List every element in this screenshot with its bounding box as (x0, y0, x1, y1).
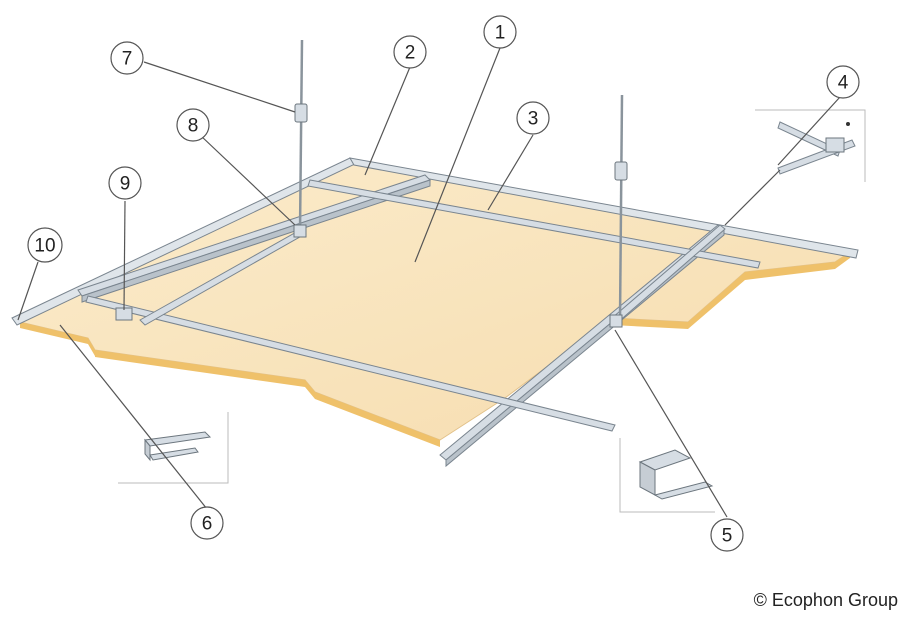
callout-circle-4 (826, 65, 860, 99)
panel-edge-right (612, 272, 745, 329)
callout-label-4: 4 (838, 73, 849, 94)
copyright-notice: © Ecophon Group (753, 590, 898, 610)
hanger-bracket-right (609, 314, 623, 328)
callout-label-2: 2 (405, 43, 416, 64)
callout-circle-6 (190, 506, 224, 540)
callout-circle-5 (710, 518, 744, 552)
callout-label-6: 6 (202, 514, 213, 535)
detail-5-inset (619, 438, 715, 513)
callout-circle-3 (516, 101, 550, 135)
panel-edge-front (95, 350, 440, 447)
callout-circle-7 (110, 41, 144, 75)
callout-circle-10 (27, 227, 63, 263)
callout-label-10: 10 (34, 236, 55, 257)
callout-circle-2 (393, 35, 427, 69)
panel-edge-far-right (745, 252, 850, 280)
callout-circle-8 (176, 108, 210, 142)
hanger-bracket-left (293, 224, 307, 238)
ceiling-panel (17, 159, 852, 441)
cross-tee-back (307, 179, 761, 269)
leader-lines (17, 47, 841, 518)
panel-edge-front-left (20, 322, 95, 356)
detail-4-inset (755, 109, 866, 182)
cross-tee-front (85, 295, 616, 432)
callout-circle-1 (483, 15, 517, 49)
detail-6-inset (118, 412, 229, 484)
callout-label-3: 3 (528, 109, 539, 130)
callout-label-8: 8 (188, 116, 199, 137)
callout-label-7: 7 (122, 49, 133, 70)
hanger-rod-right (618, 94, 624, 321)
hanger-clip-right (614, 161, 628, 181)
hanger-rod-left (298, 39, 304, 233)
wall-angle-back (349, 157, 859, 259)
callout-label-9: 9 (120, 174, 131, 195)
callout-label-1: 1 (495, 23, 506, 44)
hanger-clip-left (294, 103, 308, 123)
main-runner-left-bottom (81, 179, 431, 303)
callout-label-5: 5 (722, 526, 733, 547)
callout-circle-9 (108, 166, 142, 200)
